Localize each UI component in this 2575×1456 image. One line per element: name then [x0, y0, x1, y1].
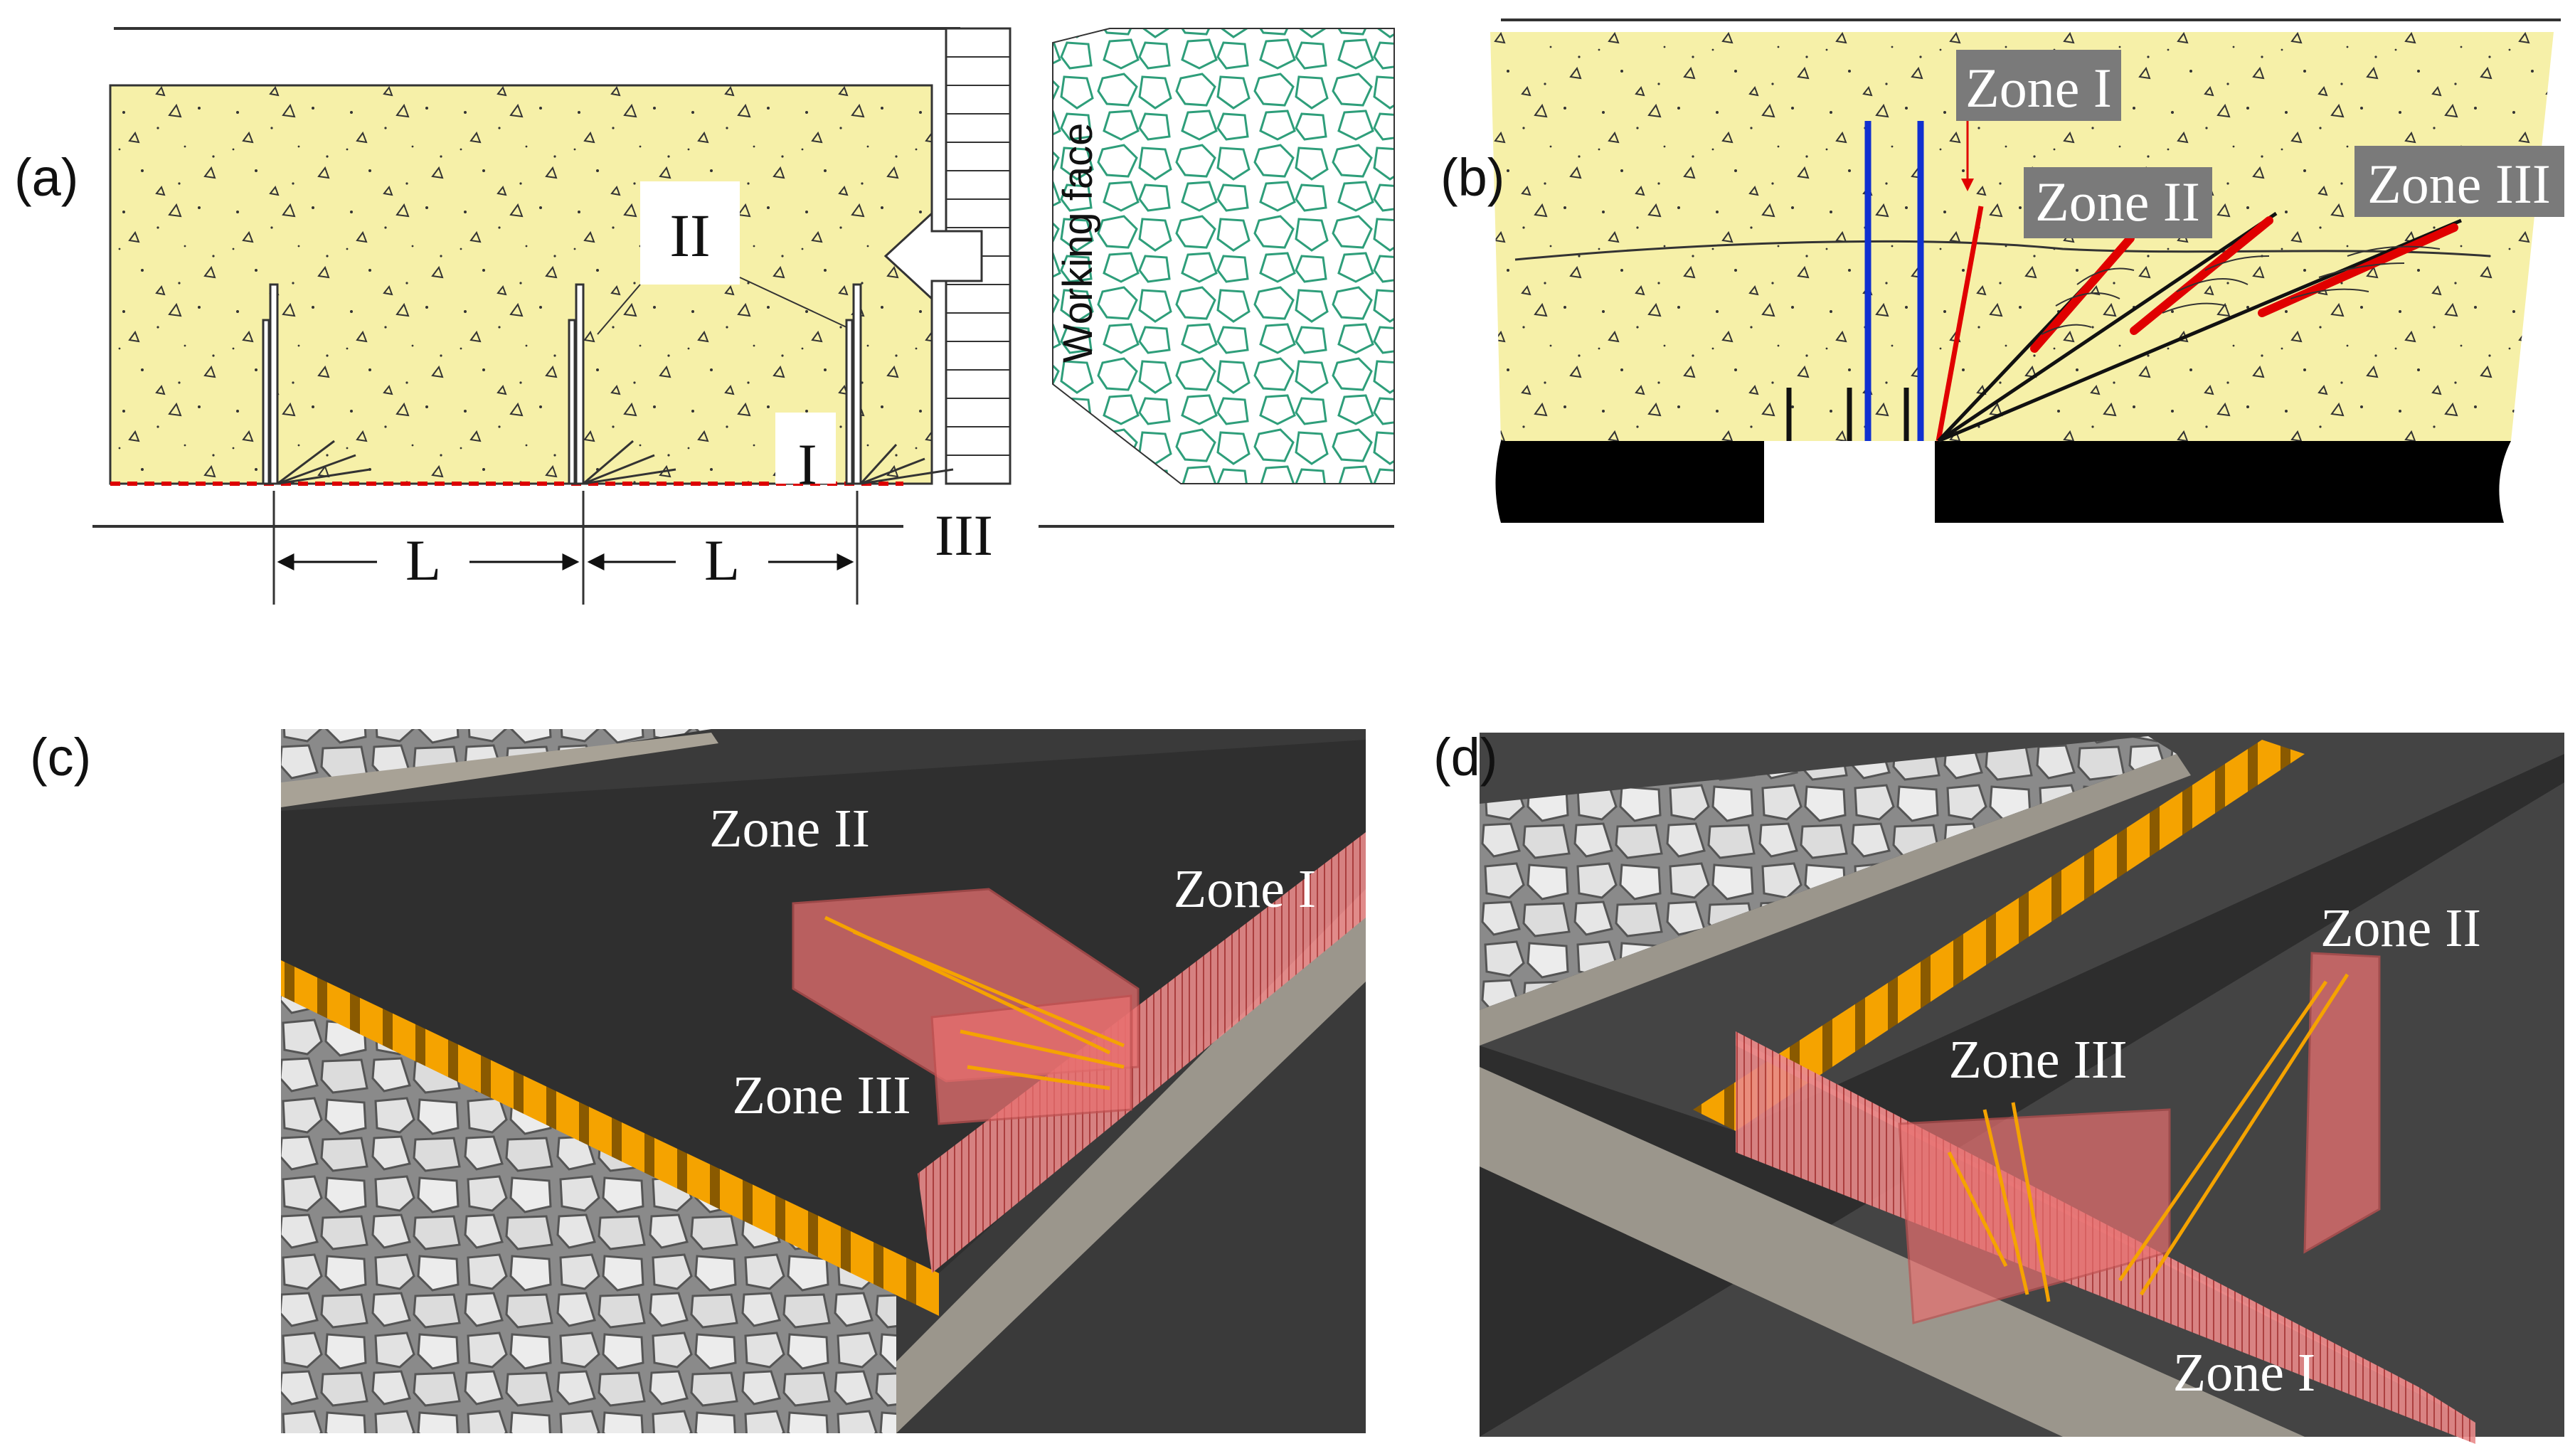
b-roadway: [1764, 441, 1935, 523]
b-zone-iii-box: [2354, 146, 2564, 217]
b-cracks: [2041, 245, 2441, 335]
panel-d: Zone II Zone III Zone I: [1480, 733, 2564, 1444]
b-zone-ii-box: [2024, 167, 2212, 238]
support-hatch: [946, 56, 1010, 456]
b-coal-seam: [1495, 441, 2511, 523]
b-zone-ii-label: Zone II: [2035, 171, 2200, 233]
advance-arrow: [883, 211, 983, 302]
d-zone-ii-box: [2303, 952, 2381, 1254]
b-red-bolt: [1936, 206, 1984, 442]
zone-i-box: [775, 413, 836, 484]
bolt-group-2: [568, 283, 676, 485]
span-label-1: L: [405, 528, 441, 593]
d-zone-ii-label: Zone II: [2320, 898, 2481, 958]
working-face-label: Working face: [1055, 123, 1101, 363]
b-zone-i-label: Zone I: [1965, 57, 2112, 119]
panel-d-label: (d): [1433, 728, 1497, 787]
d-floor-road: [1480, 1067, 2305, 1437]
zone-iii-label: III: [935, 503, 993, 568]
c-support-row: [281, 960, 939, 1316]
zone-ii-leader-2: [739, 277, 847, 328]
c-cables: [824, 915, 1125, 1090]
d-rail: [1480, 754, 2191, 1046]
zone-i-label: I: [797, 432, 817, 496]
b-rock-strata: [1490, 32, 2554, 441]
d-zone-i-label: Zone I: [2173, 1343, 2315, 1403]
b-bedding-line: [1514, 240, 2490, 261]
d-gob: [1480, 736, 2177, 1010]
goaf-rock: [1052, 28, 1395, 484]
panel-b: Zone I Zone II Zone III: [1490, 18, 2564, 523]
zone-ii-leader-1: [597, 284, 641, 335]
c-zone-i-label: Zone I: [1174, 859, 1316, 919]
c-zone-iii-label: Zone III: [732, 1066, 910, 1125]
bolt-group-1: [262, 283, 371, 485]
d-cables: [1947, 973, 2350, 1302]
c-zone-ii-label: Zone II: [709, 799, 870, 859]
zone-iii-box: [903, 491, 1039, 569]
panel-a: Working face II I III L: [92, 27, 1395, 605]
zone-ii-box: [640, 181, 740, 285]
b-zone-iii-label: Zone III: [2367, 153, 2551, 215]
b-zone-i-box: [1956, 50, 2121, 121]
panel-c-label: (c): [30, 728, 91, 787]
panel-a-label: (a): [14, 148, 78, 207]
d-zone-iii-label: Zone III: [1948, 1030, 2127, 1090]
c-gob-bottom: [281, 982, 896, 1433]
panel-b-label: (b): [1440, 148, 1504, 207]
panel-c: Zone II Zone III Zone I: [281, 729, 1366, 1433]
c-zone-i-wall: [918, 832, 1366, 1273]
c-rail-top: [281, 733, 718, 807]
span-label-2: L: [704, 528, 740, 593]
d-support-row: [1693, 740, 2305, 1131]
bolt-group-3: [845, 283, 954, 485]
zone-ii-label: II: [669, 201, 710, 270]
